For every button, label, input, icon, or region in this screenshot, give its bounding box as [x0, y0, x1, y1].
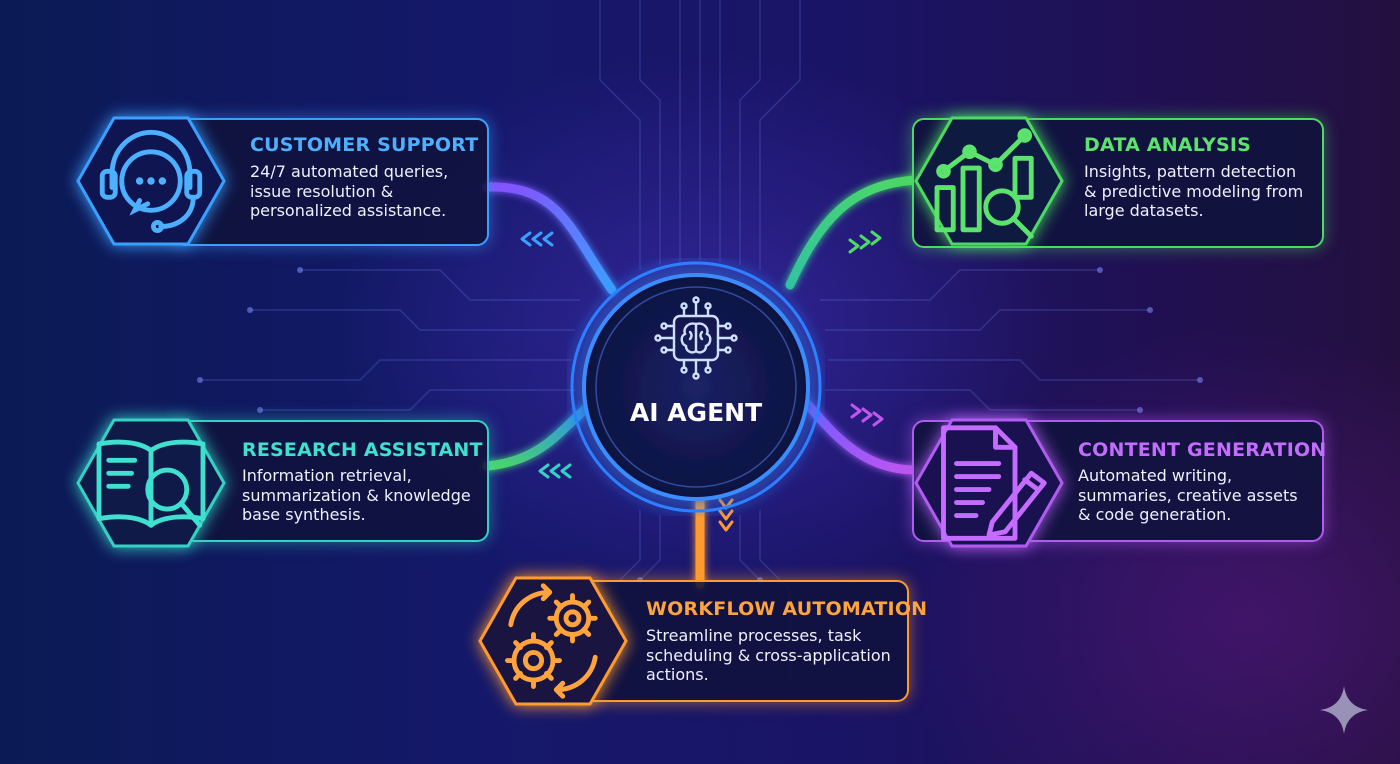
workflow-automation-title: WORKFLOW AUTOMATION [646, 598, 928, 620]
connector-data-analysis [785, 175, 920, 290]
content-generation-title: CONTENT GENERATION [1078, 439, 1327, 461]
book-magnifier-icon [96, 439, 206, 528]
research-assistant-title: RESEARCH ASSISTANT [242, 439, 483, 461]
card-research-assistant [172, 420, 489, 542]
customer-support-title: CUSTOMER SUPPORT [250, 134, 479, 156]
content-generation-badge [914, 418, 1064, 548]
chart-magnifier-icon [934, 128, 1034, 239]
data-analysis-title: DATA ANALYSIS [1084, 134, 1252, 156]
data-analysis-badge [914, 116, 1064, 246]
connector-customer-support [482, 182, 617, 295]
card-workflow-automation [575, 580, 909, 702]
hub-label: AI AGENT [629, 398, 763, 427]
headset-chat-icon [99, 129, 203, 233]
workflow-automation-desc: Streamline processes, task scheduling & … [646, 626, 891, 684]
circuit-traces [200, 0, 1200, 680]
document-pen-icon [941, 425, 1047, 541]
brain-chip-icon [654, 296, 738, 380]
flow-arrows [520, 230, 884, 532]
content-generation-desc: Automated writing, summaries, creative a… [1078, 466, 1298, 524]
sparkle-icon [1320, 686, 1368, 734]
customer-support-desc: 24/7 automated queries, issue resolution… [250, 162, 449, 220]
ai-agent-hub: AI AGENT [567, 258, 825, 516]
data-analysis-desc: Insights, pattern detection & predictive… [1084, 162, 1304, 220]
research-assistant-badge [76, 418, 226, 548]
workflow-automation-badge [478, 576, 628, 706]
research-assistant-desc: Information retrieval, summarization & k… [242, 466, 471, 524]
connector-lines [482, 175, 920, 589]
customer-support-badge [76, 116, 226, 246]
gears-cycle-icon [505, 583, 598, 699]
connector-content-generation [797, 393, 920, 475]
